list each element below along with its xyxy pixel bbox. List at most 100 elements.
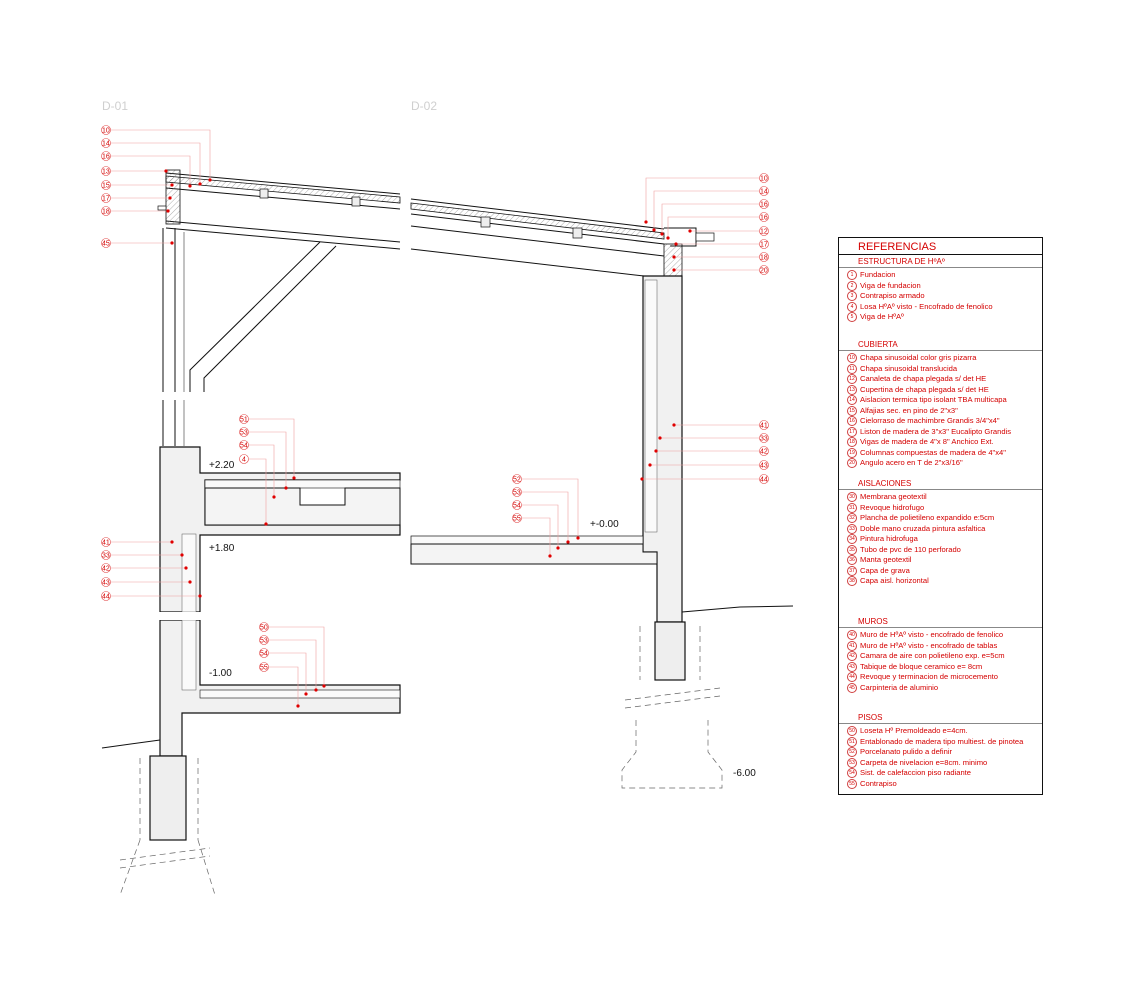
leaders-d01-floor-lower	[269, 626, 326, 708]
leaders-d02-wall	[640, 423, 759, 481]
tag-group-d02-roof: 10 14 16 16 12 17 18 20	[759, 173, 769, 275]
legend-item-text: Revoque y terminacion de microcemento	[860, 672, 999, 681]
legend-item-text: Loseta Hº Premoldeado e=4cm.	[860, 726, 968, 735]
level-d01-top: +2.20	[209, 460, 235, 471]
legend-item-text: Liston de madera de 3"x3" Eucalipto Gran…	[860, 426, 1012, 436]
tag-label: 44	[102, 594, 110, 601]
legend-item-number: 36	[847, 555, 857, 566]
legend-item-number: 44	[847, 672, 857, 683]
tag-label: 14	[760, 189, 768, 196]
legend-item-text: Tubo de pvc de 110 perforado	[860, 544, 961, 554]
legend-item-number: 35	[847, 544, 857, 555]
legend-item-number: 51	[847, 736, 857, 747]
leaders-d02-floor	[522, 478, 580, 558]
tag-group-d01-floor-upper: 51 53 54 4	[239, 414, 249, 464]
tag-label: 55	[260, 665, 268, 672]
legend-item-number: 16	[847, 416, 857, 427]
legend-section-heading: ESTRUCTURA DE HºAº	[839, 256, 1042, 268]
tag-label: 41	[102, 540, 110, 547]
legend-item-text: Viga de fundacion	[860, 280, 921, 290]
tag-label: 17	[760, 242, 768, 249]
legend-item-number: 53	[847, 757, 857, 768]
legend-item-text: Contrapiso	[860, 778, 897, 788]
tag-label: 18	[760, 255, 768, 262]
tag-label: 53	[260, 638, 268, 645]
legend-item-number: 4	[847, 301, 857, 312]
legend-item-text: Losa HºAº visto - Encofrado de fenolico	[860, 301, 993, 311]
tag-label: 16	[760, 215, 768, 222]
tag-label: 44	[760, 477, 768, 484]
legend-item-text: Muro de HºAº visto - encofrado de fenoli…	[860, 630, 1004, 639]
detail-d01-drawing	[101, 169, 401, 896]
legend-item-text: Porcelanato pulido a definir	[860, 747, 953, 756]
legend-item-number: 41	[847, 640, 857, 651]
detail-d02-drawing	[410, 198, 794, 789]
level-d02-foundation: -6.00	[733, 768, 756, 779]
tag-label: 13	[102, 169, 110, 176]
leaders-d01-wall	[111, 540, 202, 598]
tag-label: 33	[760, 436, 768, 443]
level-d01-mid: +1.80	[209, 543, 235, 554]
legend-item-number: 34	[847, 534, 857, 545]
tag-label: 53	[513, 490, 521, 497]
legend-item-text: Columnas compuestas de madera de 4"x4"	[860, 447, 1006, 457]
tag-label: 45	[102, 241, 110, 248]
legend-item-number: 10	[847, 353, 857, 364]
tag-label: 18	[102, 209, 110, 216]
tag-label: 10	[760, 176, 768, 183]
legend-item-text: Pintura hidrofuga	[860, 534, 918, 543]
legend-item-text: Camara de aire con polietileno exp. e=5c…	[860, 651, 1005, 660]
leaders-d01-roof	[111, 129, 212, 245]
tag-label: 55	[513, 516, 521, 523]
tag-label: 41	[760, 423, 768, 430]
legend-section-heading: AISLACIONES	[839, 478, 1042, 490]
legend-item-text: Capa aisl. horizontal	[860, 576, 929, 585]
legend-section-heading: MUROS	[839, 616, 1042, 628]
tag-label: 42	[102, 566, 110, 573]
legend-item-number: 2	[847, 280, 857, 291]
legend-item-number: 19	[847, 447, 857, 458]
legend-item-number: 52	[847, 747, 857, 758]
legend-item-text: Fundacion	[860, 270, 896, 279]
legend-item-text: Aislacion termica tipo isolant TBA multi…	[860, 395, 1007, 404]
tag-label: 15	[102, 183, 110, 190]
legend-item-number: 18	[847, 437, 857, 448]
tag-label: 50	[260, 625, 268, 632]
legend-item-number: 12	[847, 374, 857, 385]
legend-item-number: 33	[847, 523, 857, 534]
level-d01-low: -1.00	[209, 668, 232, 679]
legend-title: REFERENCIAS	[839, 238, 1042, 255]
legend-item-number: 31	[847, 502, 857, 513]
tag-label: 20	[760, 268, 768, 275]
legend-item-number: 11	[847, 363, 857, 374]
legend-item-number: 54	[847, 768, 857, 779]
legend-item-text: Vigas de madera de 4"x 8" Anchico Ext.	[860, 437, 994, 446]
tag-group-d01-floor-lower: 50 53 54 55	[259, 622, 269, 672]
legend-item-number: 50	[847, 726, 857, 737]
legend-item-text: Cupertina de chapa plegada s/ det HE	[860, 384, 989, 394]
tag-group-d01-wall: 41 33 42 43 44	[101, 537, 111, 601]
tag-label: 54	[260, 651, 268, 658]
